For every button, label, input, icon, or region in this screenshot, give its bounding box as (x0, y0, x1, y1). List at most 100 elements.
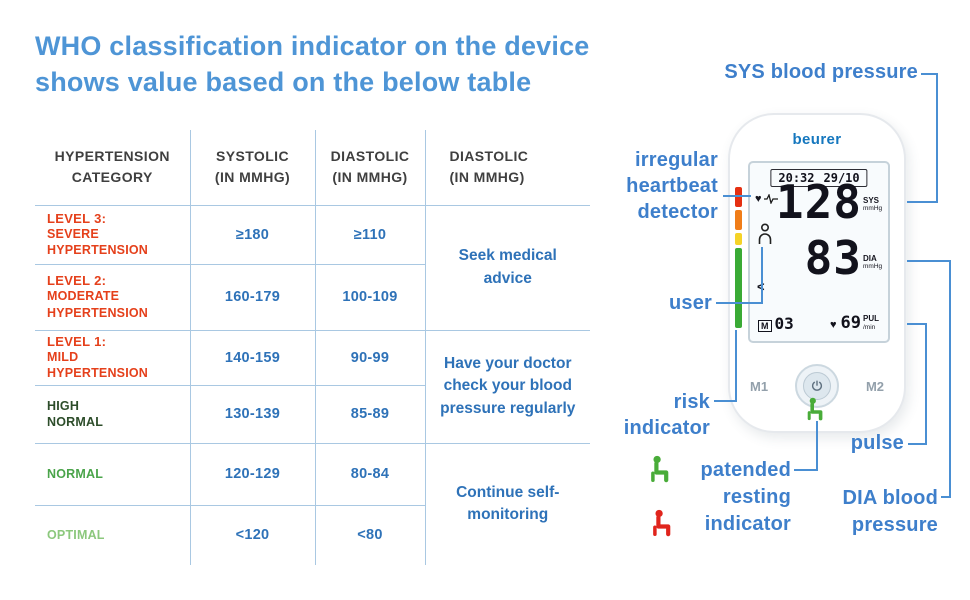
display-date: 29/10 (823, 171, 860, 185)
risk-segment-yellow (735, 233, 742, 245)
systolic-value: ≥180 (189, 204, 316, 265)
category-cell-level3: LEVEL 3: SEVERE HYPERTENSION (34, 204, 191, 265)
m1-button: M1 (750, 378, 769, 394)
action-cell: Seek medical advice (424, 204, 591, 331)
who-classification-table: HYPERTENSION CATEGORY SYSTOLIC (IN MMHG)… (34, 129, 591, 566)
systolic-value: 120-129 (189, 442, 316, 506)
memory-recall-icon: < (757, 279, 765, 294)
memory-value: 03 (774, 314, 794, 333)
category-level: LEVEL 1: (47, 333, 107, 349)
dia-reading: 83 (804, 231, 862, 285)
sys-callout-line (907, 73, 938, 203)
header-text: (IN MMHG) (332, 169, 408, 186)
callout-dia-blood-pressure: DIA blood pressure (842, 487, 938, 536)
display-time-date: 20:32 29/10 (770, 169, 868, 187)
seated-person-red-icon (650, 509, 678, 542)
sys-unit: mmHg (863, 205, 883, 213)
diastolic-value: 100-109 (314, 263, 426, 331)
header-text: HYPERTENSION (54, 147, 170, 164)
header-text: DIASTOLIC (449, 147, 529, 164)
dia-unit: mmHg (863, 263, 883, 271)
category-level: LEVEL 3: (47, 210, 107, 226)
header-text: (IN MMHG) (449, 169, 525, 186)
table-row: LEVEL 2: MODERATE HYPERTENSION 160-179 1… (34, 263, 590, 331)
systolic-value: 140-159 (189, 329, 316, 386)
risk-segment-green (735, 248, 742, 328)
category-name: NORMAL (47, 466, 104, 481)
callout-pulse: pulse (850, 432, 904, 454)
pul-unit-label: PUL /min (863, 314, 885, 331)
category-cell-normal: NORMAL (34, 442, 191, 506)
risk-indicator-bar (735, 187, 742, 328)
irregular-heartbeat-icon: ♥ (755, 193, 779, 205)
dia-unit-label: DIA mmHg (863, 254, 885, 271)
pul-unit: /min (863, 323, 876, 331)
diastolic-value: 85-89 (314, 384, 426, 444)
category-level: LEVEL 2: (47, 273, 107, 289)
power-icon (803, 372, 831, 400)
col-header-systolic: SYSTOLIC (IN MMHG) (189, 129, 316, 206)
brand-logo: beurer (792, 131, 842, 148)
ekg-zigzag-icon (763, 194, 778, 204)
table-row: OPTIMAL <120 <80 (34, 504, 590, 566)
header-text: SYSTOLIC (216, 147, 289, 164)
sys-reading: 128 (775, 175, 862, 229)
category-name: MODERATE HYPERTENSION (47, 289, 149, 320)
display-time: 20:32 (778, 171, 815, 185)
col-header-action: DIASTOLIC (IN MMHG) (424, 129, 591, 206)
sys-unit-label: SYS mmHg (863, 196, 885, 213)
seated-person-green-icon (648, 455, 676, 488)
table-row: NORMAL 120-129 80-84 Continue self-monit… (34, 442, 591, 566)
category-name: HIGH NORMAL (47, 398, 104, 429)
diastolic-value: <80 (314, 504, 426, 566)
systolic-value: 160-179 (189, 263, 316, 331)
col-header-hypertension-category: HYPERTENSION CATEGORY (34, 129, 191, 206)
page-title-line2: shows value based on the below table (35, 67, 532, 97)
callout-user: user (668, 292, 712, 314)
diastolic-value: ≥110 (314, 204, 426, 265)
memory-m-badge: M (758, 320, 772, 332)
table-row: HIGH NORMAL 130-139 85-89 (34, 384, 590, 444)
header-text: DIASTOLIC (330, 147, 410, 164)
m2-button: M2 (865, 378, 884, 394)
pulse-callout-line (907, 323, 927, 445)
systolic-value: 130-139 (189, 384, 316, 444)
callout-sys-blood-pressure: SYS blood pressure (724, 61, 918, 83)
header-text: CATEGORY (71, 169, 153, 186)
user-icon (757, 223, 773, 250)
pulse-value: 69 (840, 313, 861, 333)
pul-text: PUL (863, 314, 879, 324)
category-cell-level1: LEVEL 1: MILD HYPERTENSION (34, 329, 191, 386)
page-title-line1: WHO classification indicator on the devi… (35, 31, 590, 61)
category-name: MILD HYPERTENSION (47, 349, 149, 380)
device-display: 20:32 29/10 ♥ 128 SYS mmHg 83 (748, 161, 890, 343)
diastolic-value: 90-99 (314, 329, 426, 386)
heart-icon: ♥ (829, 319, 837, 331)
systolic-value: <120 (189, 504, 316, 566)
callout-risk-indicator: risk indicator (623, 391, 710, 439)
table-row: LEVEL 1: MILD HYPERTENSION 140-159 90-99… (34, 329, 591, 444)
callout-patended-resting-indicator: patended resting indicator (700, 459, 791, 535)
table-row: LEVEL 3: SEVERE HYPERTENSION ≥180 ≥110 S… (34, 204, 591, 331)
category-cell-level2: LEVEL 2: MODERATE HYPERTENSION (34, 263, 191, 331)
risk-segment-red (735, 187, 742, 207)
action-cell: Have your doctor check your blood pressu… (424, 329, 591, 444)
page-title: WHO classification indicator on the devi… (35, 28, 590, 100)
category-cell-high-normal: HIGH NORMAL (34, 384, 191, 444)
risk-segment-orange (735, 210, 742, 230)
dia-callout-line (907, 260, 951, 498)
col-header-diastolic: DIASTOLIC (IN MMHG) (314, 129, 426, 206)
category-name: OPTIMAL (47, 528, 105, 543)
action-cell: Continue self-monitoring (424, 442, 591, 566)
dia-text: DIA (863, 254, 877, 263)
start-stop-button (795, 364, 839, 408)
memory-readout: M 03 (758, 314, 794, 333)
bp-monitor-device: beurer 20:32 29/10 ♥ 128 SYS mmHg (728, 113, 906, 433)
table-header-row: HYPERTENSION CATEGORY SYSTOLIC (IN MMHG)… (34, 129, 591, 206)
heart-glyph: ♥ (755, 193, 762, 205)
header-text: (IN MMHG) (214, 169, 291, 186)
device-buttons: M1 M2 (730, 363, 904, 409)
category-name: SEVERE HYPERTENSION (47, 226, 149, 257)
resting-indicator-icon (805, 397, 829, 426)
